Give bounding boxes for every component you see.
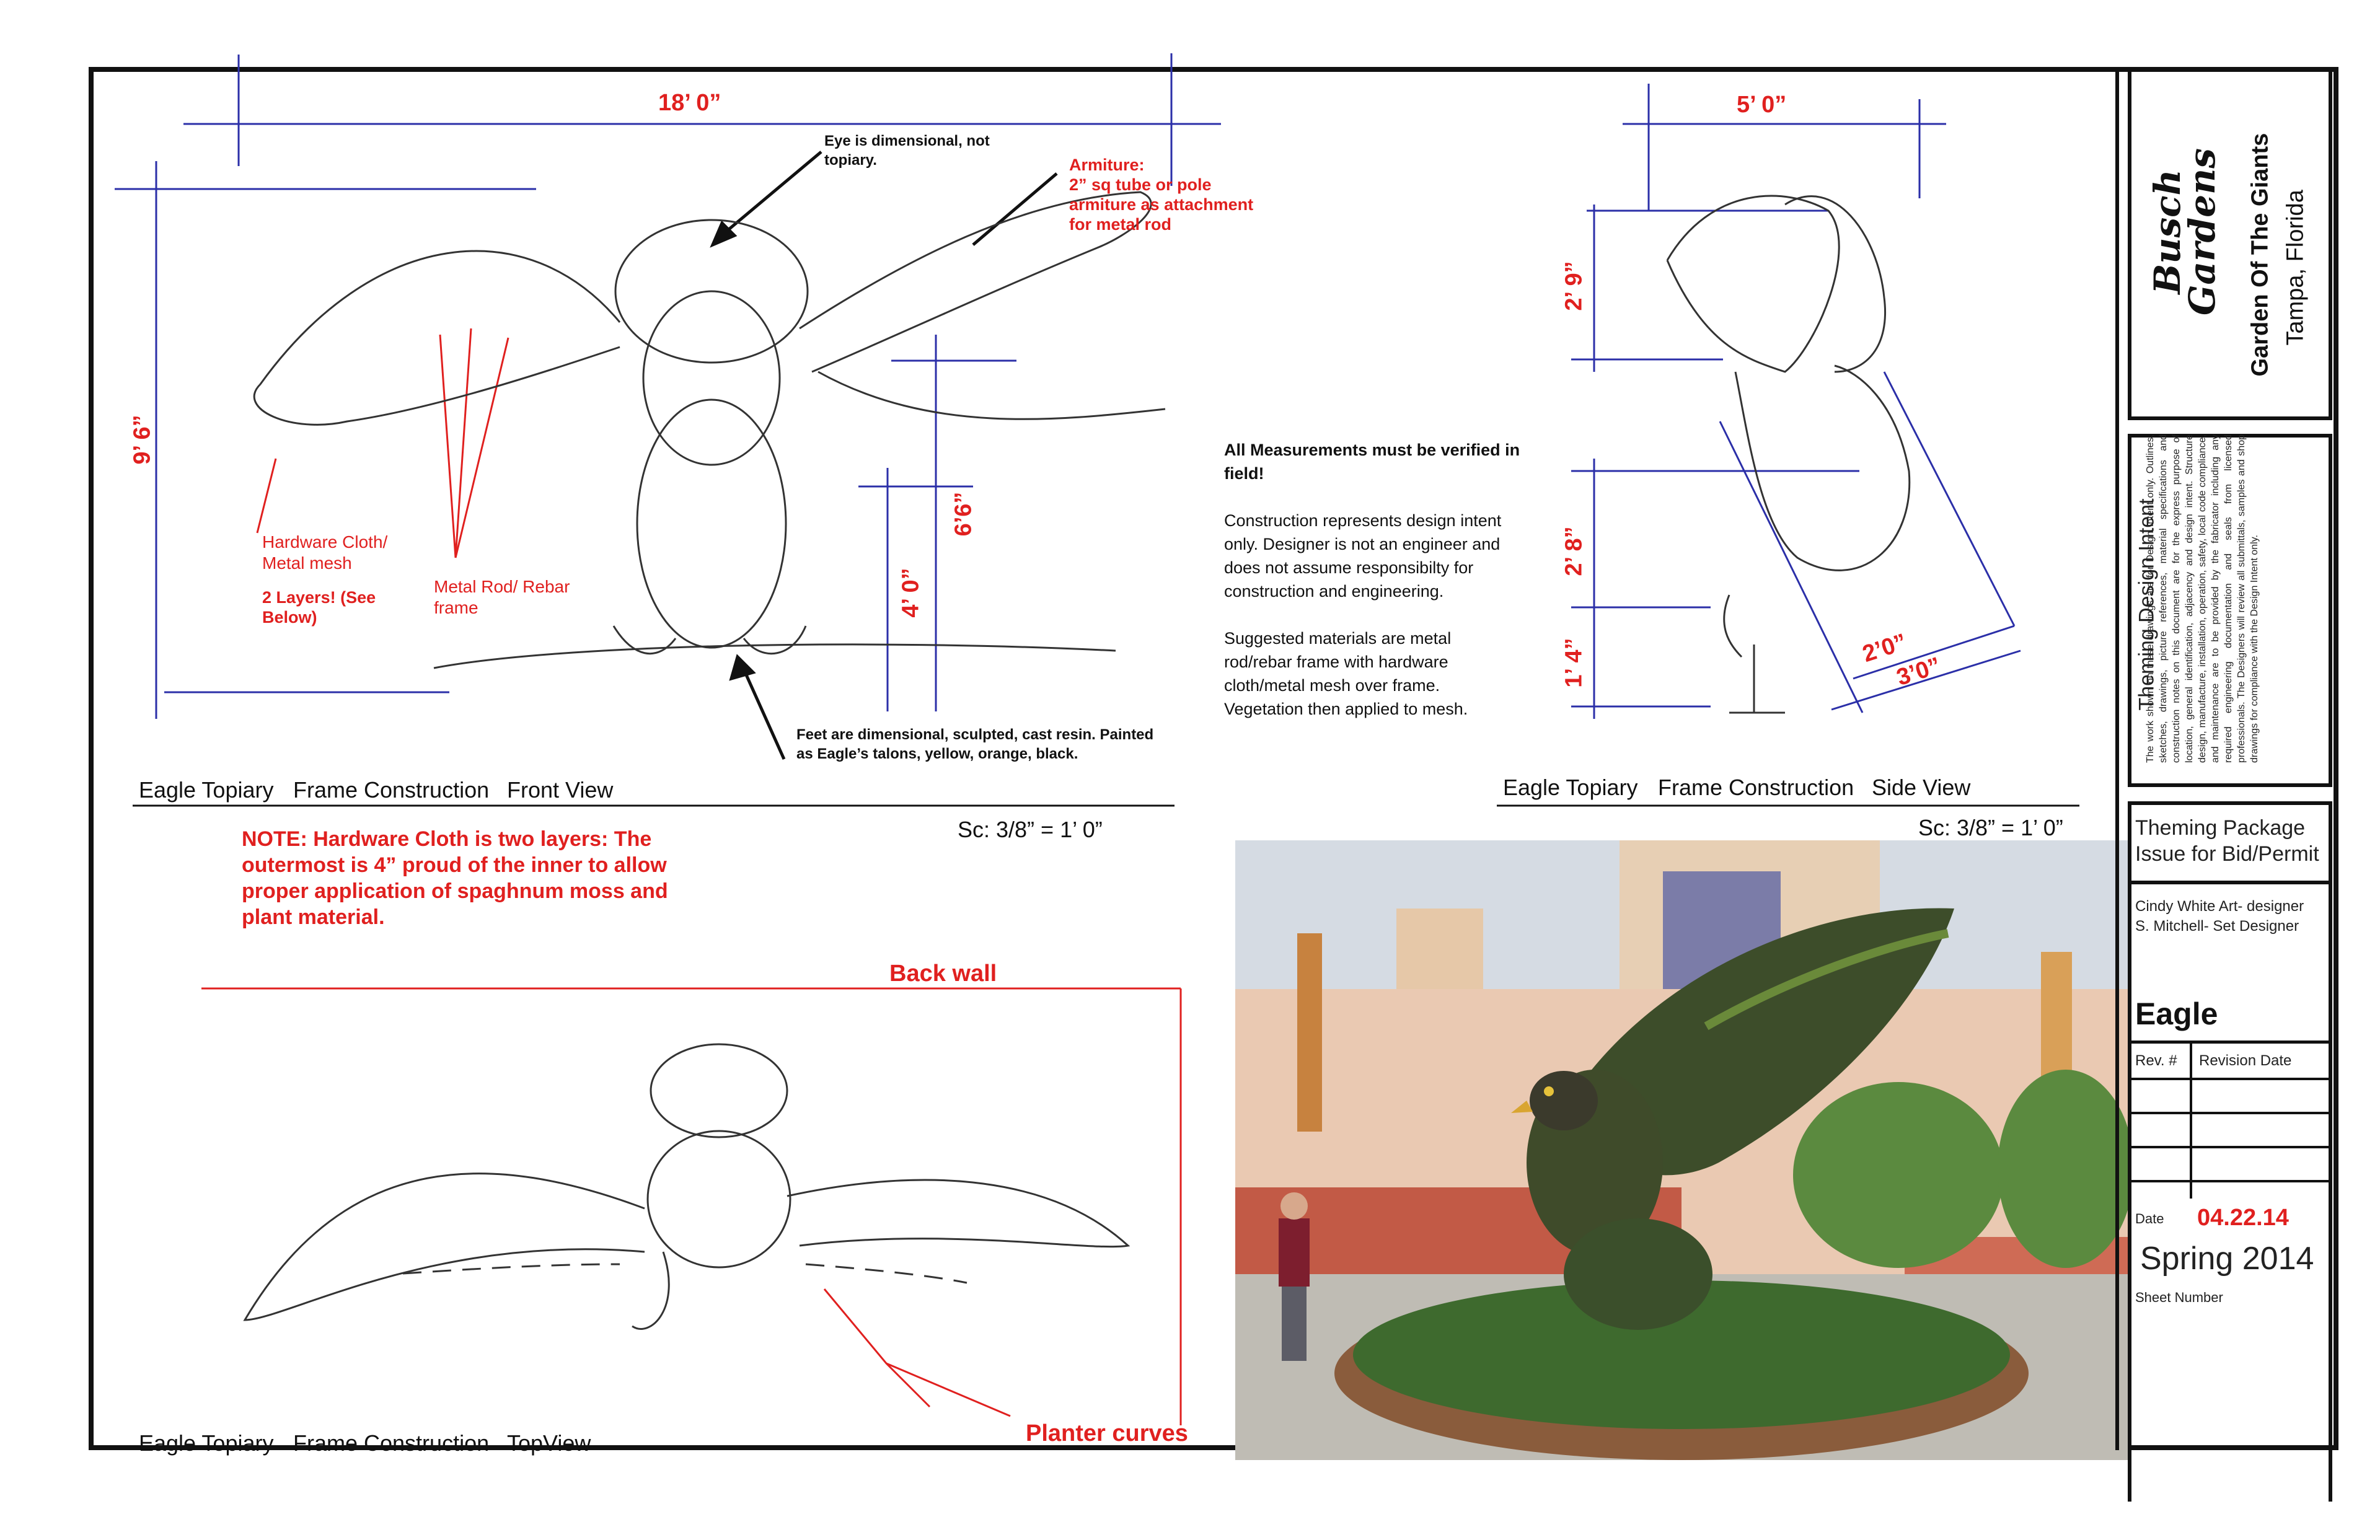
front-scale: Sc: 3/8” = 1’ 0” xyxy=(958,817,1103,842)
sheet-number-label: Sheet Number xyxy=(2135,1290,2223,1305)
rev-row-line-4 xyxy=(2128,1180,2332,1182)
side-caption-3: Side View xyxy=(1872,775,1971,800)
rev-number-header: Rev. # xyxy=(2135,1052,2177,1069)
side-head-dim: 2’ 9” xyxy=(1561,261,1587,311)
eye-callout: Eye is dimensional, not topiary. xyxy=(824,133,990,169)
side-caption-2: Frame Construction xyxy=(1658,775,1854,800)
top-view-red-lines xyxy=(201,328,1182,1425)
logo-panel: Busch Gardens Garden Of The Giants Tampa… xyxy=(2128,67,2332,420)
metal-rod-callout: Metal Rod/ Rebar frame xyxy=(434,577,570,617)
back-wall-label: Back wall xyxy=(889,961,997,987)
hardware-cloth-note: NOTE: Hardware Cloth is two layers: The … xyxy=(242,827,668,929)
package-line-1: Theming Package xyxy=(2135,816,2306,840)
front-leg-dim: 4’ 0” xyxy=(897,568,924,618)
rev-row-line-2 xyxy=(2128,1112,2332,1114)
rev-row-line-3 xyxy=(2128,1146,2332,1148)
date-value: 04.22.14 xyxy=(2197,1205,2289,1231)
busch-gardens-logo: Busch Gardens xyxy=(2146,139,2224,325)
side-body-dim: 2’ 8” xyxy=(1561,526,1587,576)
revision-table: Rev. # Revision Date xyxy=(2128,1041,2332,1199)
side-caption-1: Eagle Topiary xyxy=(1503,775,1638,800)
front-width-dim: 18’ 0” xyxy=(658,90,721,116)
title-block: Busch Gardens Garden Of The Giants Tampa… xyxy=(2115,67,2338,1502)
date-label: Date xyxy=(2135,1211,2164,1226)
front-caption-1: Eagle Topiary xyxy=(139,777,274,803)
eagle-top-sketch xyxy=(243,1043,1130,1330)
front-caption-3: Front View xyxy=(507,777,614,803)
front-dimension-lines xyxy=(115,53,1221,719)
intent-body: The work shown on these drawings are for… xyxy=(2145,434,2260,763)
leader-arrows xyxy=(710,151,1058,760)
project-name: Garden Of The Giants xyxy=(2247,133,2273,377)
side-dimension-lines xyxy=(1571,84,2021,719)
top-caption-2: Frame Construction xyxy=(293,1430,490,1456)
top-caption-1: Eagle Topiary xyxy=(139,1430,274,1456)
design-intent-panel: Theming Design Intent The work shown on … xyxy=(2128,434,2332,787)
eagle-front-sketch xyxy=(253,191,1166,669)
planter-curves-label: Planter curves xyxy=(1026,1420,1188,1446)
notes-heading: All Measurements must be verified in fie… xyxy=(1224,441,1520,483)
side-base-dim: 1’ 4” xyxy=(1561,638,1587,688)
rev-col-divider xyxy=(2190,1044,2192,1199)
side-scale: Sc: 3/8” = 1’ 0” xyxy=(1918,815,2063,840)
side-width-dim: 5’ 0” xyxy=(1737,92,1787,118)
top-caption-3: TopView xyxy=(507,1430,591,1456)
package-divider xyxy=(2128,881,2332,884)
front-caption-2: Frame Construction xyxy=(293,777,490,803)
notes-para2: Suggested materials are metal rod/rebar … xyxy=(1224,629,1468,718)
rev-row-line-1 xyxy=(2128,1078,2332,1080)
designer-2: S. Mitchell- Set Designer xyxy=(2135,918,2299,935)
season-label: Spring 2014 xyxy=(2140,1241,2314,1277)
sheet-border xyxy=(89,67,2338,1450)
rev-date-header: Revision Date xyxy=(2199,1052,2292,1069)
eagle-topiary-photo xyxy=(1235,840,2128,1460)
general-notes: All Measurements must be verified in fie… xyxy=(1224,438,1522,721)
photo-illustration xyxy=(1235,840,2128,1460)
hardware-cloth-callout: Hardware Cloth/ Metal mesh xyxy=(262,532,388,573)
sheet-title: Eagle xyxy=(2135,997,2218,1031)
eagle-side-sketch xyxy=(1666,195,1911,714)
sheet-info-panel: Theming Package Issue for Bid/Permit Cin… xyxy=(2128,801,2332,1502)
logo-line-1: Busch xyxy=(2146,169,2188,294)
designer-1: Cindy White Art- designer xyxy=(2135,898,2304,915)
feet-callout: Feet are dimensional, sculpted, cast res… xyxy=(796,726,1154,762)
armiture-callout-title: Armiture: xyxy=(1069,156,1145,174)
two-layers-callout: 2 Layers! (See Below) xyxy=(262,588,376,627)
package-line-2: Issue for Bid/Permit xyxy=(2135,842,2319,866)
project-location: Tampa, Florida xyxy=(2282,190,2309,346)
armiture-callout-body: 2” sq tube or pole armiture as attachmen… xyxy=(1069,175,1254,234)
front-height-dim: 9’ 6” xyxy=(129,415,156,465)
front-wing-dim: 6’6” xyxy=(950,491,977,537)
notes-para1: Construction represents design intent on… xyxy=(1224,511,1502,601)
logo-line-2: Gardens xyxy=(2181,148,2223,315)
